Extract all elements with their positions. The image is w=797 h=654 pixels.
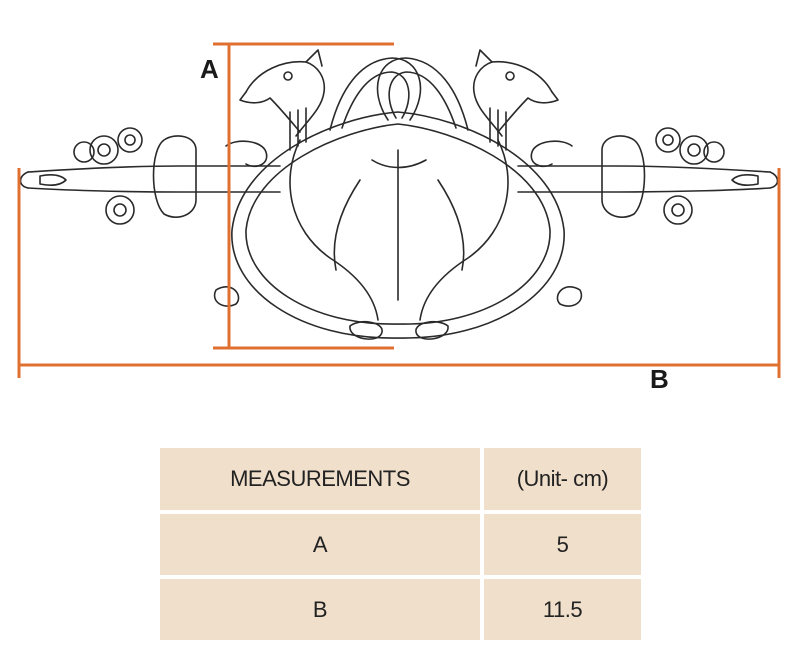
measurements-table: MEASUREMENTS (Unit- cm) A 5 B 11.5 [156,444,645,644]
dimension-lines [17,42,781,378]
dimension-b-label: B [650,364,669,394]
table-row: B 11.5 [160,579,641,640]
row-b-value: 11.5 [484,579,641,640]
header-unit: (Unit- cm) [484,448,641,510]
celtic-knot-twin-hounds-icon [19,49,779,340]
header-measurements: MEASUREMENTS [160,448,480,510]
celtic-hounds-diagram [17,42,781,378]
dimension-a-label: A [200,54,219,84]
table-header-row: MEASUREMENTS (Unit- cm) [160,448,641,510]
row-a-name: A [160,514,480,575]
row-b-name: B [160,579,480,640]
row-a-value: 5 [484,514,641,575]
table-row: A 5 [160,514,641,575]
